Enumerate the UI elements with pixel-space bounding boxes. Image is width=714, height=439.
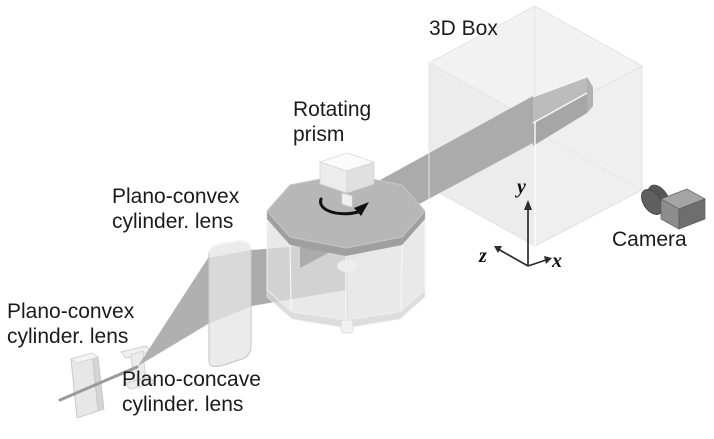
concave-line1: Plano-concave	[122, 368, 261, 391]
motor-top-face	[318, 152, 376, 172]
axis-x-label: x	[552, 250, 562, 272]
sheet-upper-highlight	[532, 76, 588, 98]
axis-y-arrowhead	[524, 200, 532, 210]
beam-fan	[138, 258, 208, 366]
large-plano-convex-lens	[208, 239, 252, 367]
prism-face-spot	[337, 260, 357, 272]
axis-z-arrowhead	[494, 246, 502, 253]
upper-convex-line1: Plano-convex	[112, 185, 240, 208]
plano-concave-lens	[120, 345, 156, 390]
sheet-top-face	[533, 77, 587, 123]
axis-z-label: z	[479, 245, 487, 267]
prism-bottom-plate	[266, 289, 426, 329]
lower-convex-line1: Plano-convex	[7, 300, 135, 323]
camera-lens	[641, 189, 663, 215]
prism-label-line2: prism	[293, 123, 345, 146]
sheet-top-edge-line	[532, 92, 588, 124]
small-convex-lens-top	[70, 352, 99, 364]
small-plano-convex-lens	[70, 352, 105, 419]
sheet-end-cap	[587, 77, 593, 113]
prism-plate-top	[266, 173, 426, 249]
lower-plano-convex-label: Plano-convex cylinder. lens	[7, 299, 134, 349]
plano-concave-label: Plano-concave cylinder. lens	[122, 367, 261, 417]
upper-convex-line2: cylinder. lens	[112, 210, 234, 233]
input-laser-beam	[58, 365, 139, 402]
rotating-prism-assembly	[266, 152, 426, 256]
prism-plate-side	[267, 211, 425, 256]
axis-y-label: y	[517, 176, 526, 198]
rotating-prism-label: Rotating prism	[293, 97, 371, 147]
upper-plano-convex-label: Plano-convex cylinder. lens	[112, 184, 239, 234]
prism-body-edges	[289, 236, 403, 320]
concave-lens-bottom-cap	[124, 376, 156, 390]
rotation-arrow-icon	[319, 197, 360, 216]
motor-shaft	[341, 192, 353, 208]
prism-label-line1: Rotating	[293, 98, 372, 121]
camera-body-side	[678, 198, 706, 230]
axis-x-arrowhead	[544, 256, 552, 264]
camera-label: Camera	[612, 227, 687, 252]
prism-bottom-peg	[340, 319, 354, 334]
prism-body	[266, 209, 426, 334]
concave-line2: cylinder. lens	[122, 393, 244, 416]
lower-convex-line2: cylinder. lens	[7, 325, 129, 348]
coordinate-axes-icon	[494, 200, 552, 267]
sheet-front-face	[533, 93, 587, 146]
camera-label-text: Camera	[612, 228, 687, 251]
large-lens-body	[208, 240, 252, 367]
rotation-arrow-head	[354, 202, 369, 216]
large-lens-highlight	[208, 239, 252, 254]
light-sheet-end	[532, 76, 593, 146]
camera-3d-icon	[641, 184, 706, 230]
box-label-text: 3D Box	[429, 17, 498, 40]
box-label: 3D Box	[429, 16, 498, 41]
